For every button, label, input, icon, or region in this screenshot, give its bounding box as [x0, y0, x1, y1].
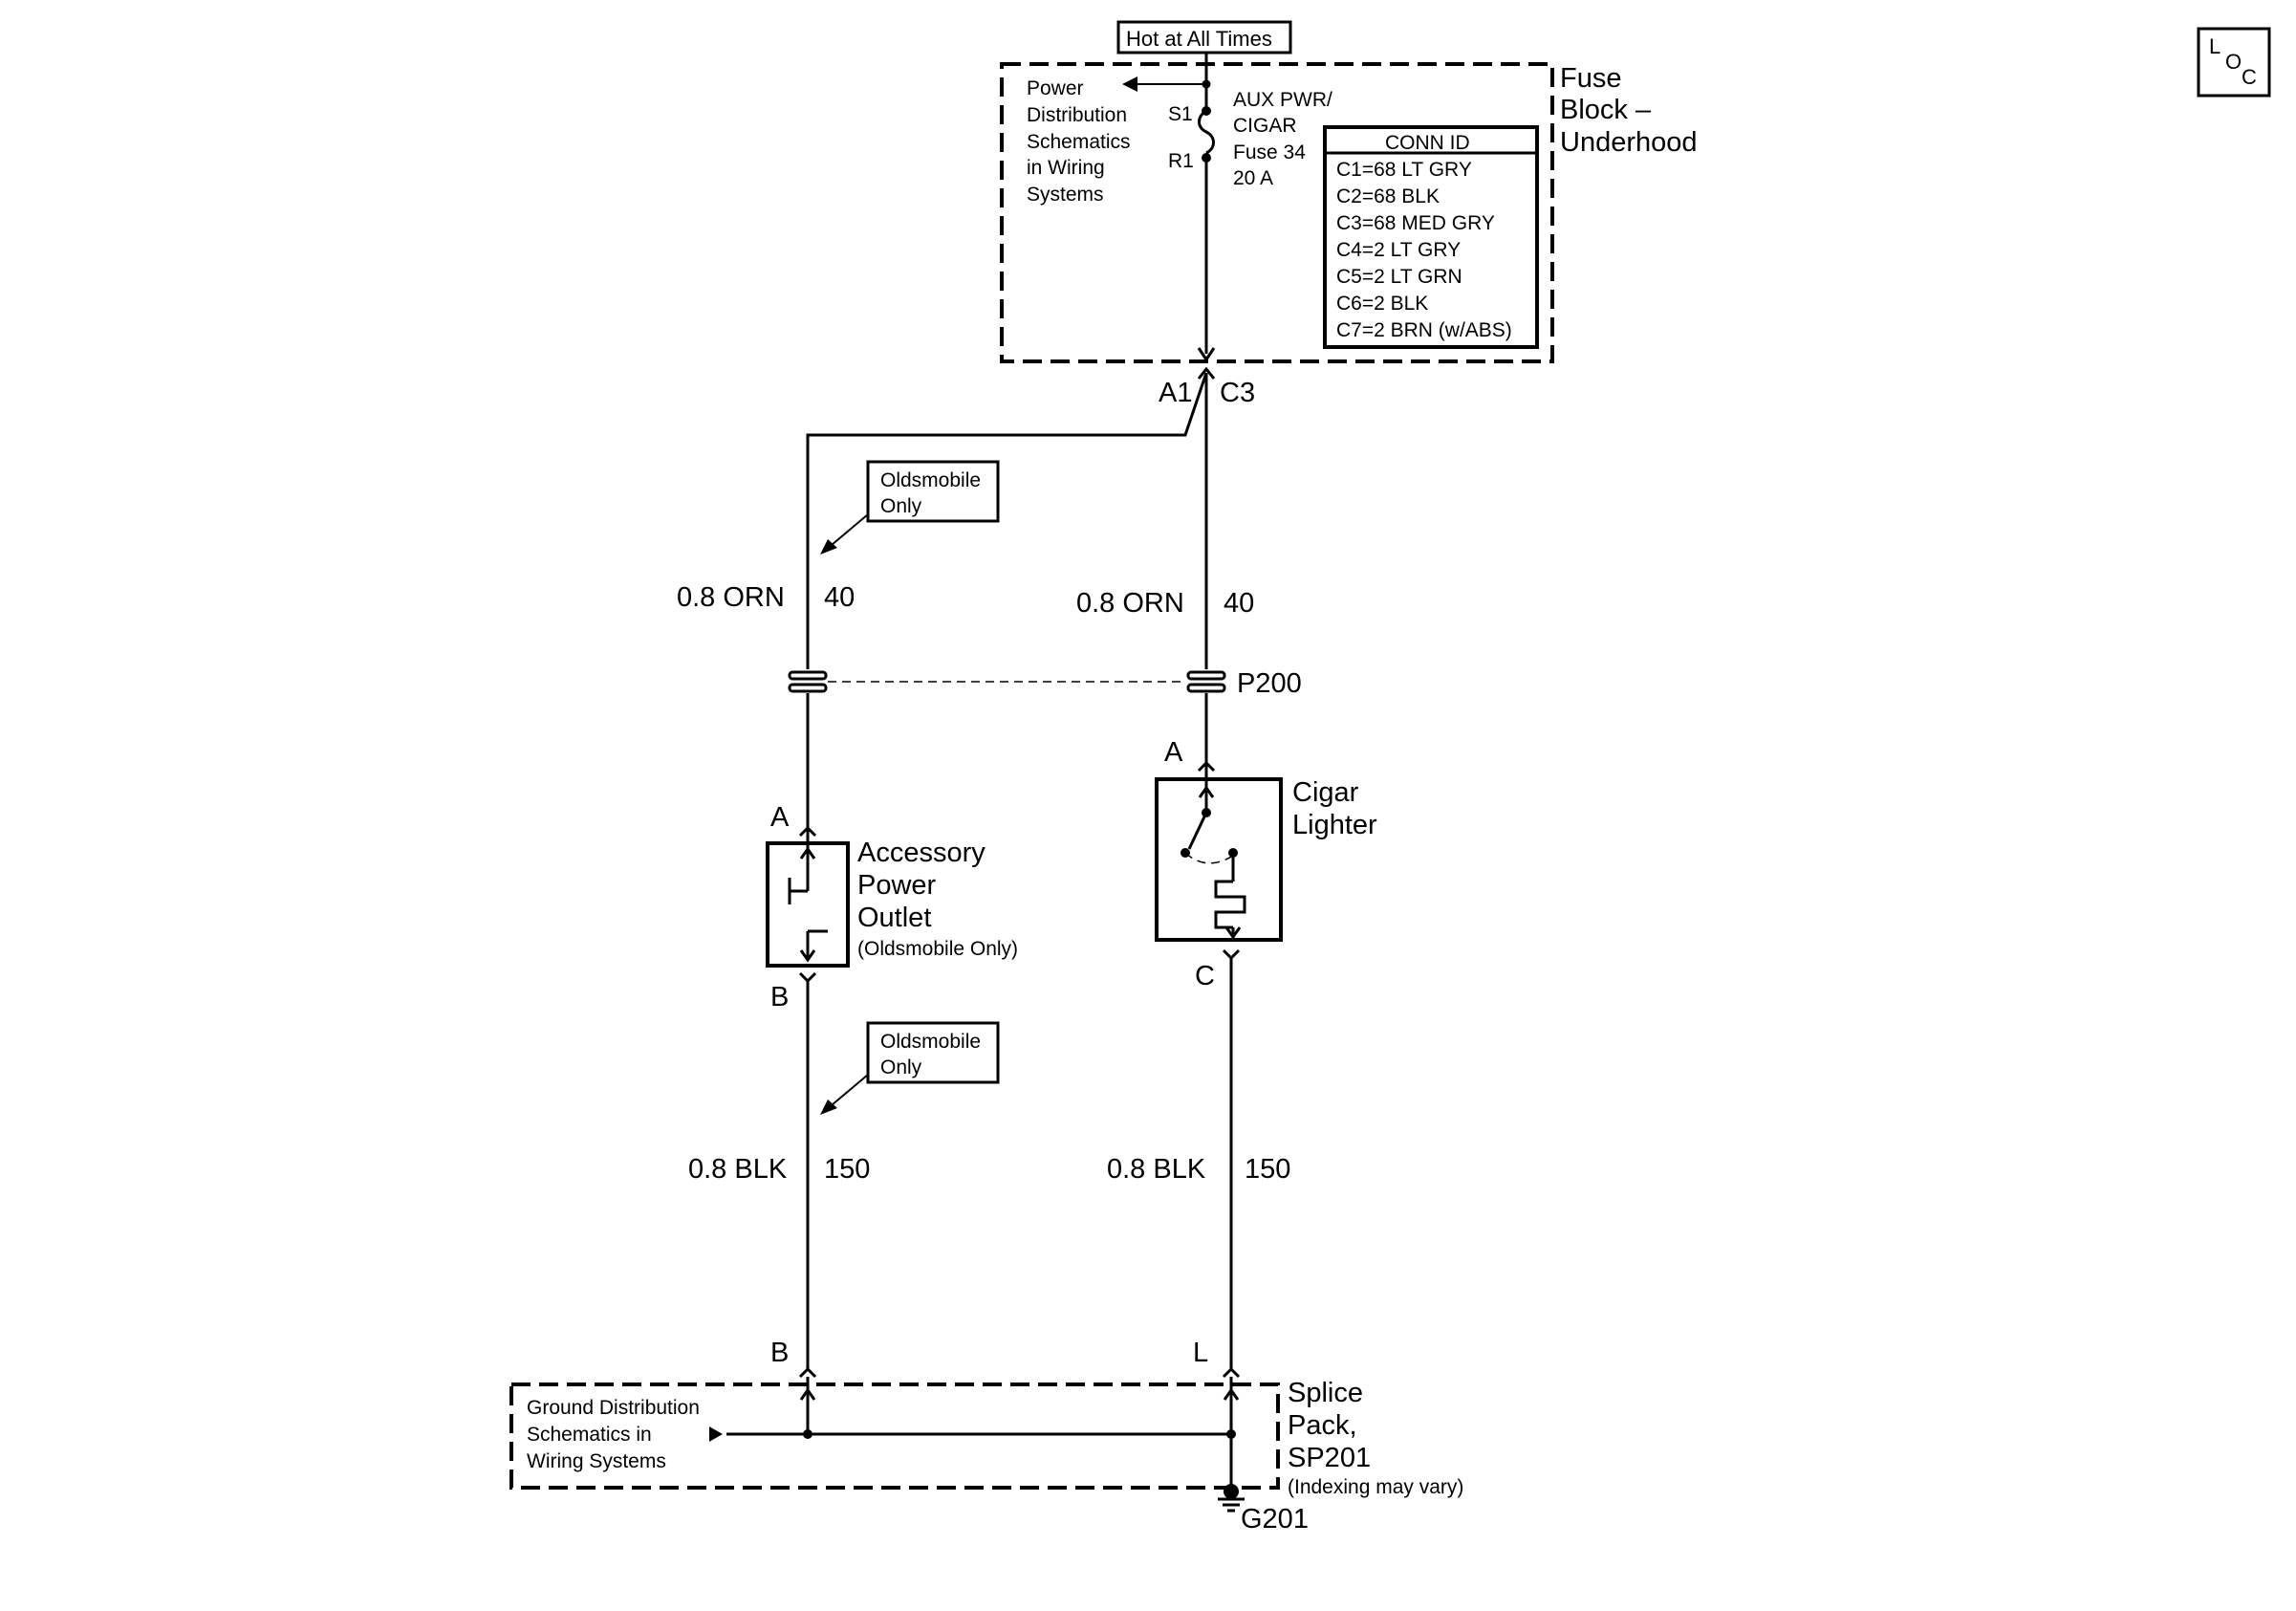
svg-text:Pack,: Pack,: [1288, 1410, 1357, 1441]
svg-text:Underhood: Underhood: [1560, 127, 1698, 158]
connector-p200: P200: [1237, 668, 1302, 699]
lighter-terminal-a-mark: [1197, 760, 1216, 773]
conn-id-row: C1=68 LT GRY: [1336, 159, 1472, 181]
svg-text:Hot at All Times: Hot at All Times: [1126, 27, 1272, 51]
splice-pack-note: (Indexing may vary): [1288, 1476, 1463, 1498]
ground-distribution-note: Ground Distribution Schematics in Wiring…: [527, 1397, 700, 1472]
svg-text:Only: Only: [880, 1056, 922, 1078]
wire-color-label: 0.8 BLK: [688, 1154, 788, 1185]
lighter-label: Cigar Lighter: [1292, 777, 1377, 840]
svg-text:Ground Distribution: Ground Distribution: [527, 1397, 700, 1419]
loc-badge-o: O: [2225, 50, 2242, 74]
svg-text:Cigar: Cigar: [1292, 777, 1359, 808]
svg-text:Schematics in: Schematics in: [527, 1424, 652, 1446]
wire-color-label: 0.8 ORN: [677, 582, 785, 613]
c3-terminal: [1197, 366, 1216, 380]
loc-badge-l: L: [2209, 34, 2220, 58]
conn-id-header: CONN ID: [1385, 132, 1470, 154]
svg-text:Accessory: Accessory: [857, 838, 986, 868]
svg-text:Block –: Block –: [1560, 95, 1652, 125]
splice-terminal-b: B: [770, 1338, 789, 1368]
connector-c3: C3: [1220, 378, 1255, 408]
oldsmobile-only-note-bottom: Oldsmobile Only: [820, 1021, 1000, 1115]
outlet-terminal-a-mark: [798, 825, 817, 838]
oldsmobile-only-note-top: Oldsmobile Only: [820, 460, 1000, 555]
lighter-terminal-c-mark: [1222, 948, 1241, 961]
svg-text:Outlet: Outlet: [857, 903, 931, 933]
conn-id-row: C2=68 BLK: [1336, 185, 1440, 207]
conn-id-row: C5=2 LT GRN: [1336, 266, 1462, 288]
wire-orn-40-left: [806, 372, 1208, 669]
svg-text:Power: Power: [857, 870, 937, 901]
conn-id-row: C3=68 MED GRY: [1336, 212, 1495, 234]
conn-id-row: C4=2 LT GRY: [1336, 239, 1461, 261]
outlet-terminal-a: A: [770, 802, 790, 833]
connector-a1: A1: [1159, 378, 1192, 408]
splice-terminal-l: L: [1193, 1338, 1208, 1368]
svg-text:Splice: Splice: [1288, 1378, 1363, 1408]
inline-connector-p200: [788, 670, 1226, 693]
lighter-terminal-c: C: [1195, 961, 1215, 991]
svg-text:Distribution: Distribution: [1027, 104, 1127, 126]
loc-badge-c: C: [2242, 65, 2257, 89]
fuse-34: [1197, 92, 1216, 362]
wire-circuit-label: 40: [1224, 588, 1254, 619]
svg-text:20 A: 20 A: [1233, 167, 1273, 189]
svg-text:Schematics: Schematics: [1027, 131, 1131, 153]
svg-text:Oldsmobile: Oldsmobile: [880, 469, 981, 491]
splice-terminal-b-mark: [798, 1366, 817, 1379]
svg-text:Lighter: Lighter: [1292, 810, 1377, 840]
conn-id-table: CONN ID C1=68 LT GRY C2=68 BLK C3=68 MED…: [1323, 125, 1539, 349]
loc-badge: L O C: [2197, 27, 2271, 98]
svg-text:Wiring Systems: Wiring Systems: [527, 1450, 666, 1472]
power-splice-dot: [1202, 79, 1211, 89]
svg-text:AUX PWR/: AUX PWR/: [1233, 89, 1332, 111]
fuse-block-outline: [1000, 62, 1554, 363]
splice-terminal-l-mark: [1222, 1366, 1241, 1379]
outlet-label: Accessory Power Outlet (Oldsmobile Only): [857, 838, 1018, 960]
svg-text:Only: Only: [880, 495, 922, 517]
conn-id-row: C6=2 BLK: [1336, 293, 1428, 315]
ground-symbol: [1218, 1484, 1245, 1513]
power-note-arrowhead: [1122, 76, 1137, 92]
outlet-terminal-b-mark: [798, 971, 817, 984]
svg-text:Systems: Systems: [1027, 184, 1104, 206]
outlet-note: (Oldsmobile Only): [857, 938, 1018, 960]
splice-pack-outline: [509, 1382, 1280, 1490]
svg-text:Power: Power: [1027, 77, 1084, 99]
svg-text:Fuse 34: Fuse 34: [1233, 142, 1306, 163]
hot-at-all-times-label: Hot at All Times: [1116, 20, 1292, 54]
accessory-power-outlet: [766, 830, 850, 968]
cigar-lighter: [1155, 765, 1283, 942]
conn-id-row: C7=2 BRN (w/ABS): [1336, 319, 1512, 341]
splice-pack-internal: [709, 1377, 1240, 1491]
wire-color-label: 0.8 ORN: [1076, 588, 1184, 619]
fuse-block-title: Fuse Block – Underhood: [1560, 63, 1698, 158]
fuse-label: AUX PWR/ CIGAR Fuse 34 20 A: [1233, 89, 1332, 189]
fuse-terminal-r1: R1: [1168, 150, 1194, 172]
outlet-terminal-b: B: [770, 982, 789, 1012]
svg-text:SP201: SP201: [1288, 1443, 1371, 1473]
splice-pack-title: Splice Pack, SP201 (Indexing may vary): [1288, 1378, 1463, 1498]
svg-text:CIGAR: CIGAR: [1233, 115, 1297, 137]
wire-circuit-label: 40: [824, 582, 855, 613]
svg-text:in Wiring: in Wiring: [1027, 157, 1105, 179]
ground-g201: G201: [1241, 1504, 1309, 1535]
svg-text:Oldsmobile: Oldsmobile: [880, 1031, 981, 1053]
wire-circuit-label: 150: [1245, 1154, 1290, 1185]
svg-text:Fuse: Fuse: [1560, 63, 1621, 94]
power-distribution-note: Power Distribution Schematics in Wiring …: [1027, 77, 1131, 206]
fuse-terminal-s1: S1: [1168, 103, 1193, 125]
lighter-terminal-a: A: [1164, 737, 1183, 768]
wire-circuit-label: 150: [824, 1154, 870, 1185]
wire-color-label: 0.8 BLK: [1107, 1154, 1206, 1185]
